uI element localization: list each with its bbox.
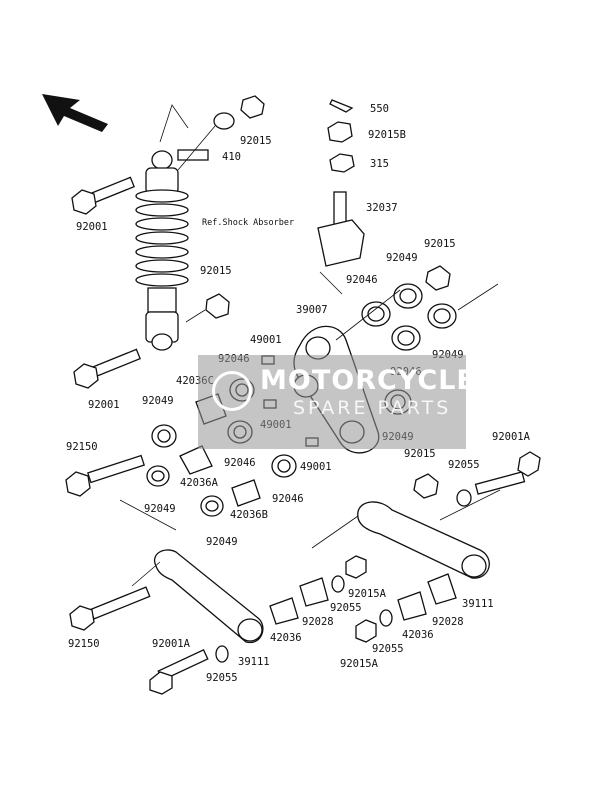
label-39007: 39007: [296, 304, 328, 316]
o-ring-92055-right: [456, 489, 472, 507]
bearing-92046-l3: [271, 454, 297, 478]
label-410: 410: [222, 151, 241, 163]
bolt-92001A-right: [474, 451, 541, 495]
collar-92028-a: [299, 577, 329, 607]
label-92049-r1: 92049: [386, 252, 418, 264]
label-92150-top: 92150: [66, 441, 98, 453]
label-42036-a: 42036: [270, 632, 302, 644]
watermark-line2: SPARE PARTS: [293, 397, 452, 419]
label-39111-left: 39111: [238, 656, 270, 668]
label-92001-top: 92001: [76, 221, 108, 233]
label-550: 550: [370, 103, 389, 115]
watermark-banner: MOTORCYCLE SPARE PARTS: [198, 355, 475, 449]
label-42036A: 42036A: [180, 477, 219, 489]
nut-92015A-b: [355, 619, 377, 643]
label-49001-a: 49001: [250, 334, 282, 346]
castle-nut-92015B: [327, 121, 353, 143]
label-92015A-b: 92015A: [340, 658, 379, 670]
label-92001A-left: 92001A: [152, 638, 191, 650]
label-42036B: 42036B: [230, 509, 268, 521]
label-92055-c: 92055: [372, 643, 404, 655]
label-92015A-a: 92015A: [348, 588, 387, 600]
bolt-92001-mid: [73, 348, 141, 389]
bearing-92046-r1: [361, 301, 391, 327]
o-ring-92055-b: [215, 645, 229, 663]
sleeve-42036B: [231, 479, 261, 507]
label-92055-a: 92055: [330, 602, 362, 614]
watermark-logo-icon: [212, 371, 252, 411]
watermark-line1: MOTORCYCLE: [260, 365, 476, 396]
bolt-92150-top: [65, 454, 177, 531]
label-92055-right: 92055: [448, 459, 480, 471]
collar-92049-r2: [427, 283, 499, 329]
nut-92015-top: [240, 95, 265, 119]
reference-note: Ref.Shock Absorber: [202, 218, 294, 228]
bolt-92150-bottom: [69, 586, 151, 631]
label-42036-b: 42036: [402, 629, 434, 641]
label-92049-l2: 92049: [144, 503, 176, 515]
label-32037: 32037: [366, 202, 398, 214]
collar-92049-l2: [146, 465, 170, 487]
front-direction-arrow-icon: [42, 94, 108, 132]
label-92046-r1: 92046: [346, 274, 378, 286]
tie-rod-39111-right: [311, 489, 501, 579]
label-49001-c: 49001: [300, 461, 332, 473]
label-92015B: 92015B: [368, 129, 406, 141]
collar-92049-r1: [393, 283, 423, 309]
collar-42036-a: [269, 597, 299, 625]
nut-315: [329, 153, 355, 173]
bearing-92046-r2: [391, 325, 421, 351]
label-315: 315: [370, 158, 389, 170]
collar-42036-b: [397, 591, 427, 621]
bolt-92001A-left: [149, 649, 209, 695]
label-92015-top: 92015: [240, 135, 272, 147]
label-92046-l3: 92046: [272, 493, 304, 505]
label-92049-l3: 92049: [206, 536, 238, 548]
label-92049-l1: 92049: [142, 395, 174, 407]
nut-92015-right: [425, 265, 451, 291]
nut-92015-mid: [413, 473, 439, 499]
shock-absorber: [135, 104, 235, 351]
label-92001-mid: 92001: [88, 399, 120, 411]
label-92055-b: 92055: [206, 672, 238, 684]
tie-rod-39111-left: [131, 549, 264, 644]
label-92028-b: 92028: [432, 616, 464, 628]
bolt-92001-top: [71, 176, 135, 215]
o-ring-92055-a: [331, 575, 345, 593]
collar-92049-l1: [151, 424, 177, 448]
label-92015-shock: 92015: [200, 265, 232, 277]
collar-92049-l3: [200, 495, 224, 517]
label-92028-a: 92028: [302, 616, 334, 628]
label-92150-bottom: 92150: [68, 638, 100, 650]
cotter-pin-550: [329, 99, 354, 113]
label-92001A-right: 92001A: [492, 431, 531, 443]
sleeve-42036A: [179, 445, 213, 475]
label-39111-right: 39111: [462, 598, 494, 610]
pivot-shaft-32037: [317, 191, 365, 295]
nut-92015A-a: [345, 555, 367, 579]
o-ring-92055-c: [379, 609, 393, 627]
nut-92015-shock: [185, 293, 230, 323]
collar-92028-b: [427, 573, 457, 605]
label-92015-right: 92015: [424, 238, 456, 250]
label-92046-l2: 92046: [224, 457, 256, 469]
label-92015-mid: 92015: [404, 448, 436, 460]
